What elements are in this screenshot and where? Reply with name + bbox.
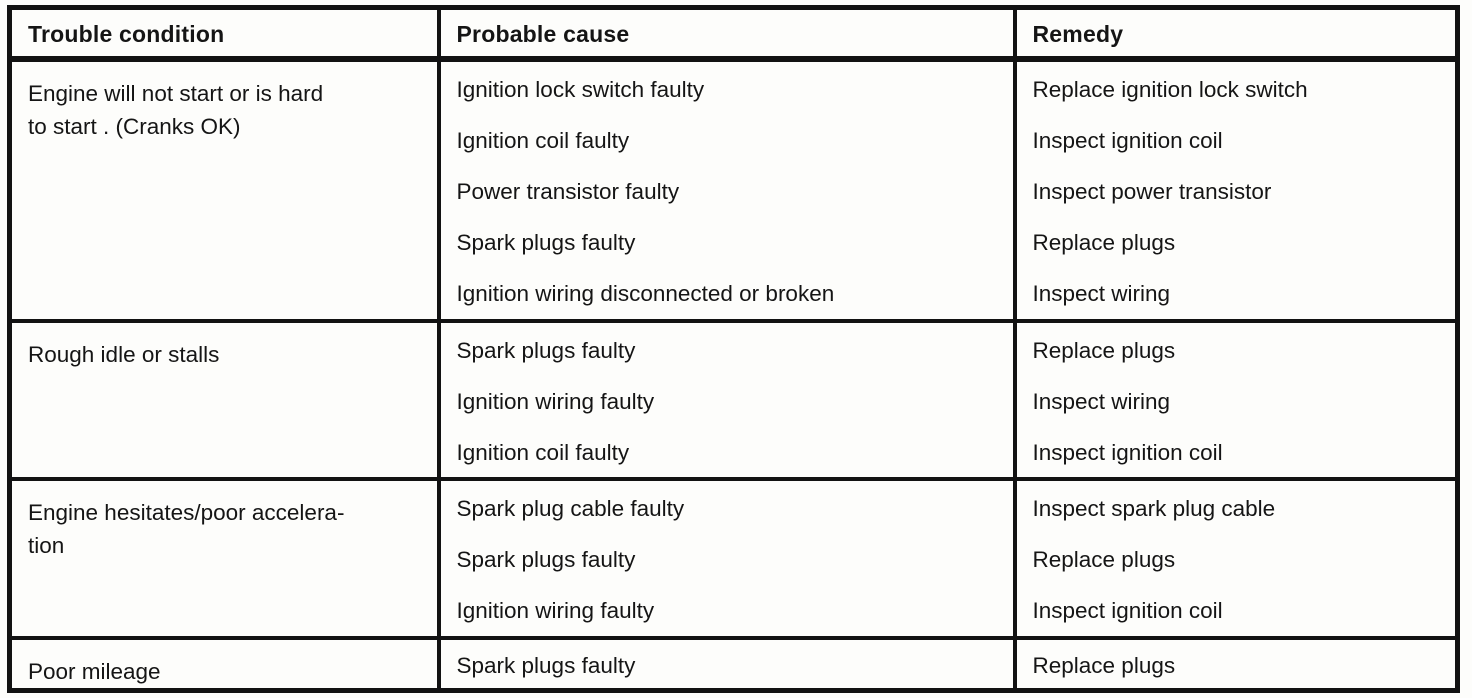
remedy-item: Inspect wiring [1032,389,1171,415]
header-remedy: Remedy [1012,5,1460,62]
cause-item: Spark plugs faulty [456,547,636,573]
cause-item: Spark plugs faulty [456,338,636,364]
condition-text: Engine will not start or is hard to star… [28,81,324,139]
cause-item: Spark plugs faulty [456,230,636,255]
cause-item: Ignition coil faulty [456,128,630,153]
table-header-row: Trouble condition Probable cause Remedy [7,5,1460,62]
condition-cell: Poor mileage [7,635,441,693]
condition-text: Engine hesitates/poor accelera- tion [28,500,345,559]
remedy-item: Replace plugs [1032,230,1176,255]
header-trouble-condition: Trouble condition [7,5,441,62]
remedy-item: Inspect ignition coil [1032,440,1223,466]
remedy-item: Replace ignition lock switch [1032,77,1308,102]
cause-cell: Spark plugs faulty [436,635,1017,693]
cause-item: Ignition coil faulty [456,440,630,466]
condition-cell: Rough idle or stalls [7,319,441,482]
cause-item: Ignition wiring disconnected or broken [456,281,835,306]
cause-item: Ignition lock switch faulty [456,77,705,102]
cause-item: Spark plug cable faulty [456,496,685,522]
remedy-item: Inspect spark plug cable [1032,496,1276,522]
cause-item: Spark plugs faulty [456,652,636,678]
table-body: Engine will not start or is hard to star… [7,56,1460,693]
condition-cell: Engine will not start or is hard to star… [7,56,441,324]
cause-list: Spark plugs faulty [441,640,1013,688]
condition-text: Rough idle or stalls [28,342,220,368]
table-row: Engine hesitates/poor accelera- tion Spa… [7,477,1460,640]
cause-item: Ignition wiring faulty [456,389,655,415]
remedy-item: Replace plugs [1032,547,1176,573]
cause-item: Power transistor faulty [456,179,680,204]
remedy-item: Replace plugs [1032,652,1176,678]
condition-cell: Engine hesitates/poor accelera- tion [7,477,441,640]
remedy-list: Replace plugs [1017,640,1456,688]
header-probable-cause: Probable cause [436,5,1017,62]
table-row: Engine will not start or is hard to star… [7,56,1460,324]
table-row: Poor mileage Spark plugs faulty Replace … [7,635,1460,693]
remedy-item: Replace plugs [1032,338,1176,364]
remedy-item: Inspect power transistor [1032,179,1272,204]
remedy-cell: Replace plugs [1012,635,1460,693]
remedy-item: Inspect ignition coil [1032,128,1223,153]
condition-text: Poor mileage [28,658,161,684]
remedy-item: Inspect wiring [1032,281,1171,306]
cause-item: Ignition wiring faulty [456,598,655,624]
troubleshooting-table: Trouble condition Probable cause Remedy … [7,5,1460,693]
remedy-item: Inspect ignition coil [1032,598,1223,624]
